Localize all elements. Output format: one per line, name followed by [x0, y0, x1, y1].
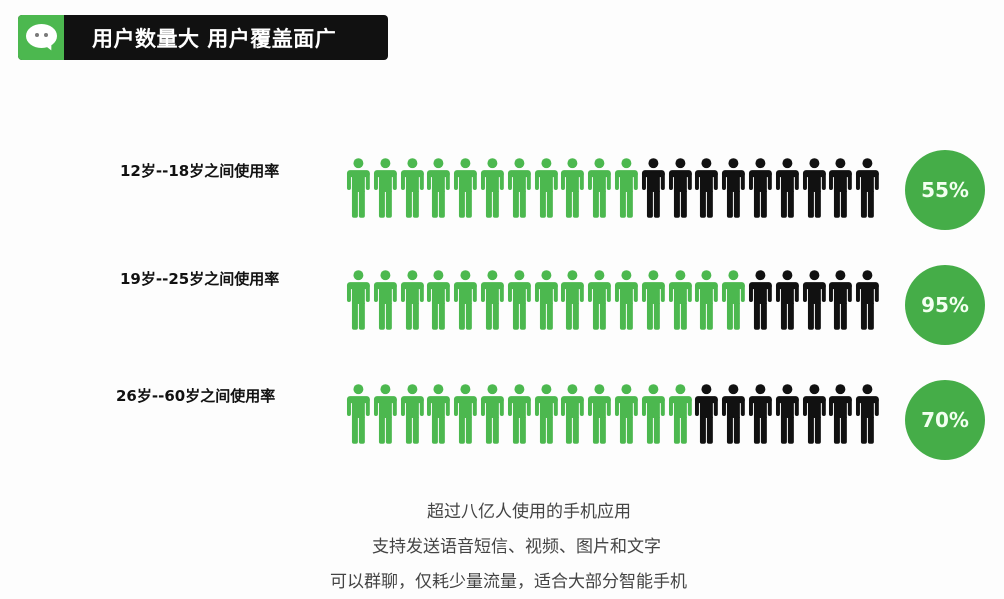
person-icon-inactive — [801, 157, 828, 219]
person-icon-active — [640, 269, 667, 331]
person-icon-inactive — [747, 269, 774, 331]
person-icon-active — [586, 383, 613, 445]
person-icon-inactive — [827, 157, 854, 219]
person-icon-active — [425, 383, 452, 445]
caption-line: 可以群聊，仅耗少量流量，适合大部分智能手机 — [330, 572, 687, 592]
person-icon-active — [640, 383, 667, 445]
person-icon-active — [613, 157, 640, 219]
person-icon-active — [345, 383, 372, 445]
person-icon-active — [559, 269, 586, 331]
person-icon-active — [533, 269, 560, 331]
person-icon-inactive — [747, 157, 774, 219]
caption-line: 超过八亿人使用的手机应用 — [427, 502, 631, 522]
person-icon-inactive — [854, 383, 881, 445]
person-icon-active — [372, 157, 399, 219]
caption-line: 支持发送语音短信、视频、图片和文字 — [372, 537, 661, 557]
person-icon-inactive — [854, 157, 881, 219]
person-icon-active — [479, 157, 506, 219]
person-icon-inactive — [693, 157, 720, 219]
person-icon-active — [452, 157, 479, 219]
person-icon-active — [586, 157, 613, 219]
row-label: 19岁--25岁之间使用率 — [120, 270, 280, 288]
people-row — [345, 269, 881, 331]
person-icon-active — [693, 269, 720, 331]
person-icon-inactive — [747, 383, 774, 445]
person-icon-inactive — [801, 269, 828, 331]
person-icon-inactive — [720, 157, 747, 219]
person-icon-inactive — [640, 157, 667, 219]
person-icon-inactive — [774, 157, 801, 219]
person-icon-active — [399, 157, 426, 219]
person-icon-active — [506, 269, 533, 331]
people-row — [345, 383, 881, 445]
person-icon-active — [533, 383, 560, 445]
person-icon-inactive — [854, 269, 881, 331]
person-icon-active — [506, 383, 533, 445]
person-icon-inactive — [774, 269, 801, 331]
person-icon-active — [667, 269, 694, 331]
person-icon-inactive — [667, 157, 694, 219]
person-icon-active — [667, 383, 694, 445]
row-label: 12岁--18岁之间使用率 — [120, 162, 280, 180]
person-icon-inactive — [827, 383, 854, 445]
percent-badge: 55% — [905, 150, 985, 230]
title-banner: 用户数量大 用户覆盖面广 — [18, 15, 388, 60]
person-icon-active — [452, 383, 479, 445]
person-icon-active — [613, 383, 640, 445]
person-icon-active — [345, 269, 372, 331]
person-icon-active — [479, 383, 506, 445]
person-icon-active — [720, 269, 747, 331]
person-icon-active — [425, 157, 452, 219]
banner-title: 用户数量大 用户覆盖面广 — [92, 26, 337, 51]
person-icon-active — [372, 383, 399, 445]
person-icon-inactive — [693, 383, 720, 445]
person-icon-inactive — [720, 383, 747, 445]
wechat-icon — [18, 15, 64, 60]
person-icon-active — [559, 157, 586, 219]
row-label: 26岁--60岁之间使用率 — [116, 387, 276, 405]
person-icon-active — [399, 269, 426, 331]
person-icon-active — [372, 269, 399, 331]
percent-badge: 95% — [905, 265, 985, 345]
people-row — [345, 157, 881, 219]
person-icon-active — [452, 269, 479, 331]
person-icon-active — [559, 383, 586, 445]
percent-badge: 70% — [905, 380, 985, 460]
person-icon-inactive — [774, 383, 801, 445]
person-icon-active — [479, 269, 506, 331]
person-icon-active — [586, 269, 613, 331]
person-icon-active — [506, 157, 533, 219]
person-icon-inactive — [827, 269, 854, 331]
person-icon-active — [613, 269, 640, 331]
person-icon-active — [533, 157, 560, 219]
person-icon-inactive — [801, 383, 828, 445]
person-icon-active — [399, 383, 426, 445]
person-icon-active — [345, 157, 372, 219]
person-icon-active — [425, 269, 452, 331]
